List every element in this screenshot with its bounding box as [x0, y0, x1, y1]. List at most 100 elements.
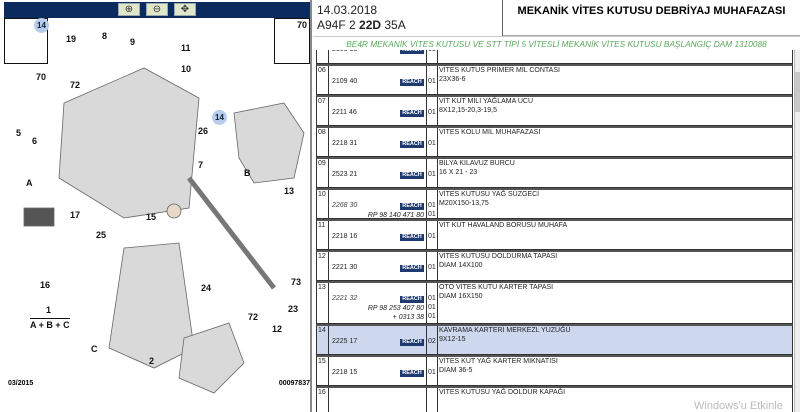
description-cell: VİTES KUTUS PRİMER MİL CONTASI 23X36-6 — [439, 67, 560, 83]
exploded-parts-diagram[interactable]: 14 70 19 8 9 11 10 70 72 5 6 14 26 7 A B… — [4, 18, 310, 410]
callout-badge[interactable]: 14 — [34, 18, 49, 33]
reach-badge[interactable]: REACH — [400, 110, 424, 117]
quantity: 01 — [428, 313, 436, 320]
zoom-fit-button[interactable]: ✥ — [174, 3, 196, 16]
part-reference[interactable]: 2109 40 — [332, 78, 358, 85]
quantity: 01 — [428, 264, 436, 271]
reach-badge[interactable]: REACH — [400, 265, 424, 272]
reach-badge[interactable]: REACH — [400, 370, 424, 377]
callout-label[interactable]: 6 — [32, 136, 38, 146]
callout-label[interactable]: 73 — [291, 277, 302, 287]
callout-badge[interactable]: 14 — [212, 110, 227, 125]
alt-reference[interactable]: + 0313 38 — [392, 314, 424, 321]
callout-label[interactable]: 26 — [198, 126, 209, 136]
callout-label[interactable]: 10 — [181, 64, 192, 74]
diagram-code: 00097837 — [278, 380, 310, 387]
reference-cell: 2109 40 REACH — [328, 66, 426, 94]
table-row[interactable]: 16 VİTES KUTUSU YAĞ DOLDUR KAPAĞI — [316, 386, 793, 412]
callout-label[interactable]: 24 — [201, 283, 212, 293]
zoom-out-button[interactable]: ⊖ — [146, 3, 168, 16]
table-row[interactable]: 05 2105 35 REACH 01 DEBRİYAJ DAYANAK KIL… — [316, 50, 793, 64]
part-reference[interactable]: 2211 46 — [332, 109, 357, 116]
callout-label[interactable]: 1 — [46, 305, 52, 315]
table-row[interactable]: 11 2218 16 REACH 01 VİT KUT HAVALAND BOR… — [316, 219, 793, 250]
part-description: OTO VİTES KUTU KARTER TAPASI — [439, 284, 554, 291]
reach-badge[interactable]: REACH — [400, 339, 424, 346]
callout-label[interactable]: 13 — [284, 186, 295, 196]
callout-label[interactable]: B — [244, 168, 251, 178]
part-reference[interactable]: 2221 30 — [332, 264, 358, 271]
part-reference[interactable]: 2225 17 — [332, 338, 358, 345]
callout-label[interactable]: A + B + C — [30, 318, 70, 330]
part-reference[interactable]: 2218 15 — [332, 369, 358, 376]
part-reference[interactable]: 2523 21 — [332, 171, 358, 178]
row-number: 15 — [318, 358, 326, 365]
callout-label[interactable]: 12 — [272, 324, 283, 334]
quantity-cell: 01 — [426, 66, 438, 94]
quantity-cell: 01 — [426, 159, 438, 187]
part-reference[interactable]: 2218 31 — [332, 140, 358, 147]
callout-label[interactable]: 15 — [146, 212, 157, 222]
part-reference[interactable]: 2218 16 — [332, 233, 358, 240]
callout-label[interactable]: 7 — [198, 160, 204, 170]
callout-label[interactable]: 11 — [181, 43, 191, 53]
callout-label[interactable]: 70 — [36, 72, 47, 82]
diagram-date: 03/2015 — [8, 380, 34, 387]
description-cell: BİLYA KILAVUZ BURCU 16 X 21 - 23 — [439, 160, 515, 176]
alt-reference[interactable]: RP 98 140 471 80 — [367, 212, 424, 219]
callout-label[interactable]: A — [26, 178, 33, 188]
reach-badge[interactable]: REACH — [400, 234, 424, 241]
quantity-cell: 02 — [426, 326, 438, 354]
callout-label[interactable]: 2 — [149, 356, 155, 366]
part-spec: 8X12,15-20,3-19,5 — [439, 107, 497, 114]
scrollbar-thumb[interactable] — [795, 72, 800, 112]
reach-badge[interactable]: REACH — [400, 50, 424, 54]
callout-label[interactable]: 9 — [130, 37, 136, 47]
diagram-toolbar: ⊕ ⊖ ✥ — [4, 2, 310, 18]
table-row[interactable]: 06 2109 40 REACH 01 VİTES KUTUS PRİMER M… — [316, 64, 793, 95]
zoom-out-icon: ⊖ — [152, 4, 162, 15]
table-row[interactable]: 07 2211 46 REACH 01 VİT KUT MİLİ YAĞLAMA… — [316, 95, 793, 126]
callout-label[interactable]: 23 — [288, 304, 299, 314]
table-row[interactable]: 08 2218 31 REACH 01 VİTES KOLU MİL MUHAF… — [316, 126, 793, 157]
scrollbar[interactable] — [794, 50, 800, 412]
reach-badge[interactable]: REACH — [400, 172, 424, 179]
quantity: 01 — [428, 50, 436, 53]
part-description: KAVRAMA KARTERİ MERKEZL YÜZÜĞÜ — [439, 327, 571, 334]
quantity: 01 — [428, 78, 436, 85]
table-row[interactable]: 15 2218 15 REACH 01 VİTES KUT YAĞ KARTER… — [316, 355, 793, 386]
reference-cell — [328, 388, 426, 412]
table-row[interactable]: 12 2221 30 REACH 01 VİTES KUTUSU DOLDURM… — [316, 250, 793, 281]
callout-label[interactable]: 16 — [40, 280, 51, 290]
callout-label[interactable]: 8 — [102, 31, 108, 41]
callout-label[interactable]: 19 — [66, 34, 77, 44]
description-cell: VİTES KUT YAĞ KARTER MIKNATISI DIAM 36-5 — [439, 358, 558, 374]
part-reference[interactable]: 2105 35 — [332, 50, 357, 53]
reference-cell: 2218 16 REACH — [328, 221, 426, 249]
callout-label[interactable]: C — [91, 344, 98, 354]
reach-badge[interactable]: REACH — [400, 141, 424, 148]
row-number: 16 — [318, 389, 326, 396]
page-title: MEKANİK VİTES KUTUSU DEBRİYAJ MUHAFAZASI — [503, 0, 800, 36]
thumbnail-part-70[interactable]: 70 — [274, 18, 310, 64]
alt-reference[interactable]: RP 98 253 407 80 — [367, 305, 424, 312]
part-reference[interactable]: 2268 30 — [332, 202, 358, 209]
description-cell: KAVRAMA KARTERİ MERKEZL YÜZÜĞÜ 9X12-15 — [439, 327, 571, 343]
callout-label[interactable]: 5 — [16, 128, 22, 138]
code-suffix: 35A — [381, 18, 406, 32]
part-reference[interactable]: 2221 32 — [332, 295, 358, 302]
callout-label[interactable]: 17 — [70, 210, 81, 220]
callout-label[interactable]: 25 — [96, 230, 107, 240]
reference-cell: 2105 35 REACH — [328, 50, 426, 63]
reach-badge[interactable]: REACH — [400, 203, 424, 210]
table-row[interactable]: 09 2523 21 REACH 01 BİLYA KILAVUZ BURCU … — [316, 157, 793, 188]
reach-badge[interactable]: REACH — [400, 79, 424, 86]
callout-label[interactable]: 72 — [248, 312, 259, 322]
callout-label[interactable]: 72 — [70, 80, 81, 90]
zoom-in-button[interactable]: ⊕ — [118, 3, 140, 16]
reach-badge[interactable]: REACH — [400, 296, 424, 303]
quantity-cell: 01 — [426, 97, 438, 125]
table-row[interactable]: 14 2225 17 REACH 02 KAVRAMA KARTERİ MERK… — [316, 324, 793, 355]
